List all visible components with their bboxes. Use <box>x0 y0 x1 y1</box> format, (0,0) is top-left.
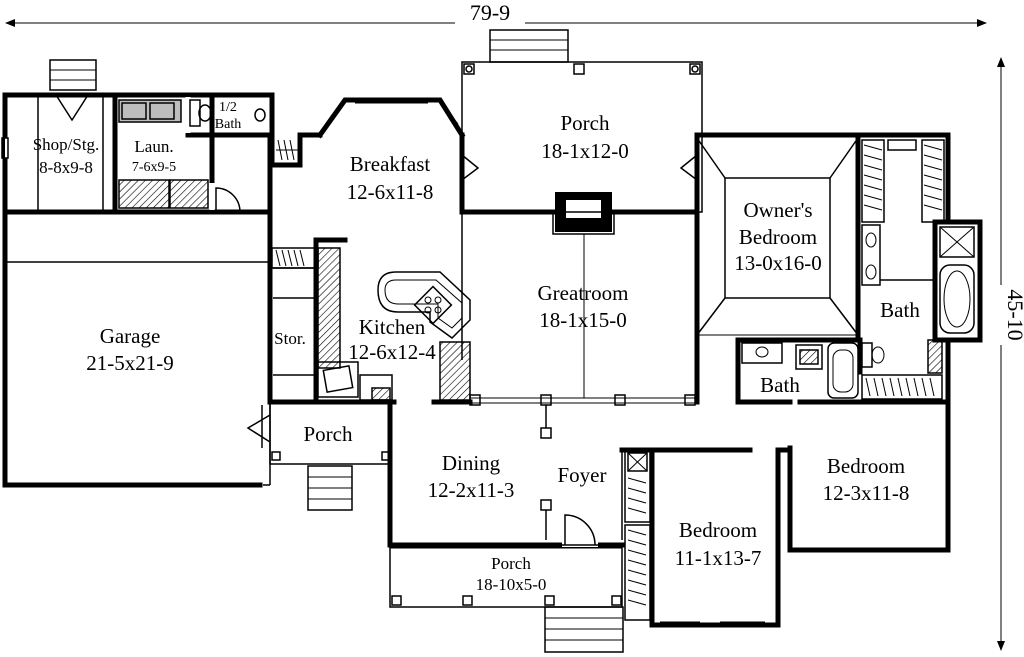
bedroom-right-size: 12-3x11-8 <box>823 481 910 505</box>
room-labels: Shop/Stg. 8-8x9-8 Laun. 7-6x9-5 1/2 Bath… <box>33 100 921 594</box>
kitchen <box>313 237 473 405</box>
kitchen-size: 12-6x12-4 <box>348 340 436 364</box>
garage-wing <box>1 59 323 488</box>
garage-label: Garage <box>100 324 161 348</box>
breakfast-bay <box>316 97 466 139</box>
side-porch-label: Porch <box>304 422 353 446</box>
owners-bath-label: Bath <box>880 298 920 322</box>
front-porch-size: 18-10x5-0 <box>476 575 547 594</box>
depth-dimension-label: 45-10 <box>1003 289 1024 340</box>
depth-dimension: 45-10 <box>990 57 1024 651</box>
front-porch-label: Porch <box>491 554 531 573</box>
dryer <box>169 179 209 209</box>
shop-size: 8-8x9-8 <box>39 158 93 177</box>
bedroom-front-size: 11-1x13-7 <box>675 546 762 570</box>
rear-porch-label: Porch <box>561 111 610 135</box>
garage-size: 21-5x21-9 <box>86 351 174 375</box>
hall-bath-block <box>735 337 951 405</box>
rear-porch-size: 18-1x12-0 <box>541 139 629 163</box>
dining-label: Dining <box>442 451 501 475</box>
width-dimension-label: 79-9 <box>470 0 510 25</box>
bedrooms <box>619 399 951 628</box>
bedroom-front-label: Bedroom <box>679 518 757 542</box>
hall-bath-label: Bath <box>760 373 800 397</box>
half-bath-label-2: Bath <box>215 117 241 132</box>
rear-porch-steps <box>489 29 569 63</box>
greatroom-label: Greatroom <box>538 281 629 305</box>
half-bath-label-1: 1/2 <box>219 100 237 115</box>
breakfast-label: Breakfast <box>350 152 431 176</box>
owners-bedroom-size: 13-0x16-0 <box>734 251 822 275</box>
shop-exterior-block <box>49 59 97 91</box>
shop-label: Shop/Stg. <box>33 135 100 154</box>
laundry-label: Laun. <box>134 137 173 156</box>
storage-label: Stor. <box>274 329 306 348</box>
side-porch <box>246 399 393 511</box>
bedroom-right-label: Bedroom <box>827 454 905 478</box>
laundry-size: 7-6x9-5 <box>132 160 176 175</box>
kitchen-label: Kitchen <box>359 315 426 339</box>
width-dimension: 79-9 <box>5 0 987 27</box>
dining-size: 12-2x11-3 <box>428 478 515 502</box>
front-porch <box>389 544 624 653</box>
washer <box>118 179 170 209</box>
owners-bedroom-label-1: Owner's <box>743 198 812 222</box>
foyer-label: Foyer <box>558 463 607 487</box>
owners-suite <box>694 132 983 405</box>
greatroom-size: 18-1x15-0 <box>539 308 627 332</box>
main-walls <box>459 132 700 439</box>
owners-bedroom-label-2: Bedroom <box>739 225 817 249</box>
breakfast-size: 12-6x11-8 <box>347 180 434 204</box>
